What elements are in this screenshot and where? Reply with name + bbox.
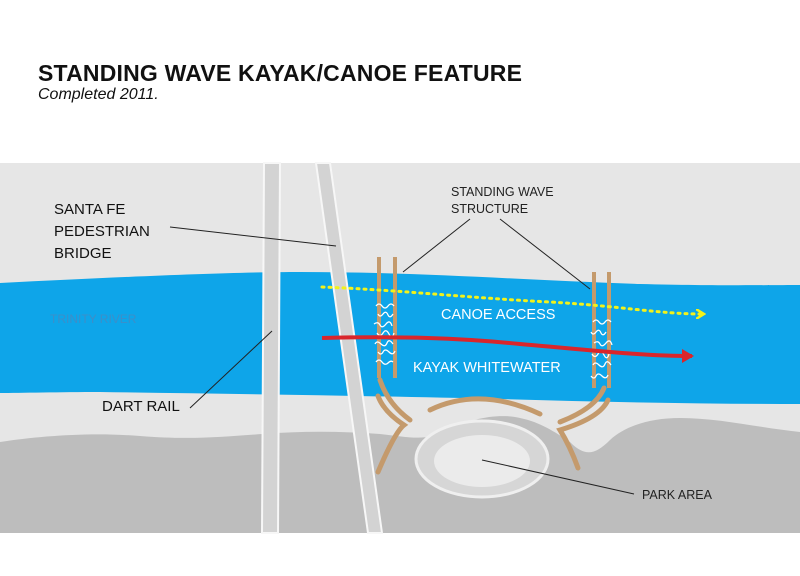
right-inner-arm (557, 385, 607, 425)
squiggle (377, 311, 394, 318)
bridge-label-line-1: SANTA FE (54, 201, 125, 218)
canoe-access-label: CANOE ACCESS (441, 307, 555, 323)
squiggle (377, 349, 396, 355)
park-area-inner (434, 435, 530, 487)
page-title: STANDING WAVE KAYAK/CANOE FEATURE (38, 60, 523, 86)
squiggle (375, 303, 395, 309)
squiggle (590, 373, 609, 379)
structure-leader-right (499, 218, 591, 290)
squiggle (592, 361, 612, 368)
squiggle (592, 319, 612, 325)
park-leader-line (481, 459, 635, 495)
squiggle (373, 321, 393, 328)
right-outer-arm (556, 397, 611, 471)
canoe-access-path (320, 285, 702, 314)
santa-fe-bridge (314, 162, 384, 534)
left-outer-arm (375, 393, 409, 475)
bridge-label-line-3: BRIDGE (54, 245, 112, 262)
page-subtitle: Completed 2011. (38, 86, 159, 103)
bridge-label-line-2: PEDESTRIAN (54, 223, 150, 240)
squiggle (590, 329, 607, 336)
rail-leader-line (189, 330, 273, 409)
leader-lines (169, 218, 635, 495)
standing-wave-structures (377, 257, 611, 388)
squiggle (374, 340, 394, 347)
kayak-whitewater-path (321, 335, 694, 363)
left-inner-arm (377, 377, 413, 423)
structure-leader-left (402, 218, 471, 273)
center-arc (427, 396, 543, 417)
squiggle (375, 359, 394, 365)
dart-rail (260, 162, 282, 534)
structure-label-line-1: STANDING WAVE (451, 185, 554, 199)
bridge-label: SANTA FE PEDESTRIAN BRIDGE (54, 201, 150, 262)
structure-label: STANDING WAVE STRUCTURE (451, 185, 554, 216)
park-area-label: PARK AREA (642, 488, 713, 502)
trinity-river-label: TRINITY RIVER (50, 312, 137, 326)
kayak-whitewater-label: KAYAK WHITEWATER (413, 360, 561, 376)
structure-arms (375, 377, 611, 475)
bridge-leader-line (169, 226, 337, 247)
river-bank (0, 416, 800, 533)
dart-rail-label: DART RAIL (102, 398, 180, 415)
squiggle (593, 340, 613, 347)
structure-label-line-2: STRUCTURE (451, 202, 528, 216)
